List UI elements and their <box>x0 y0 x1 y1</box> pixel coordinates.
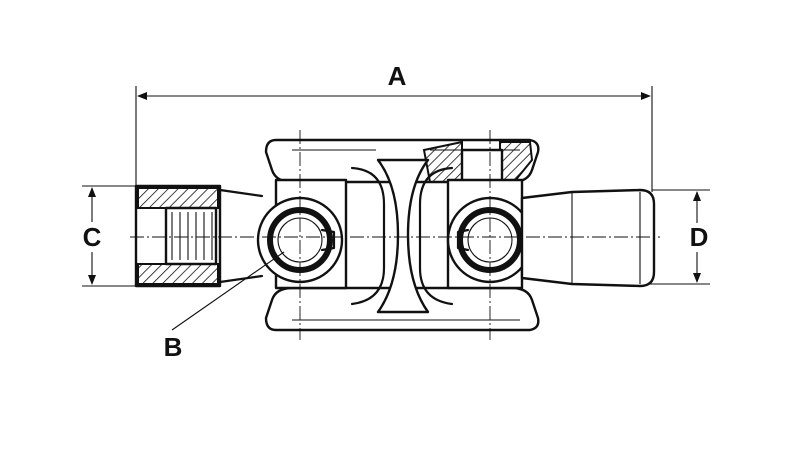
spline-bore <box>164 206 218 266</box>
dimension-a: A <box>135 61 653 192</box>
right-output-shaft <box>520 188 656 288</box>
left-bearing <box>256 178 348 290</box>
right-yoke-arm <box>418 166 454 306</box>
left-hub-section-top <box>137 187 219 209</box>
left-yoke-arm <box>350 166 386 306</box>
label-a: A <box>388 61 407 91</box>
centre-lines <box>130 130 660 340</box>
right-shaft-body <box>520 188 656 288</box>
left-hub-taper <box>218 188 264 284</box>
leader-line-b <box>171 251 285 331</box>
left-circlip-gap <box>320 228 336 252</box>
label-d: D <box>690 222 709 252</box>
dimension-d: D <box>640 189 710 285</box>
left-splined-hub <box>134 184 264 288</box>
left-hub-section-bottom <box>137 263 219 285</box>
label-b: B <box>164 332 183 362</box>
spline-teeth <box>171 212 213 260</box>
centre-neck <box>376 158 430 314</box>
dimension-c: C <box>82 185 140 287</box>
label-c: C <box>83 222 102 252</box>
callout-b: B <box>164 251 285 362</box>
right-circlip-gap <box>456 228 470 252</box>
